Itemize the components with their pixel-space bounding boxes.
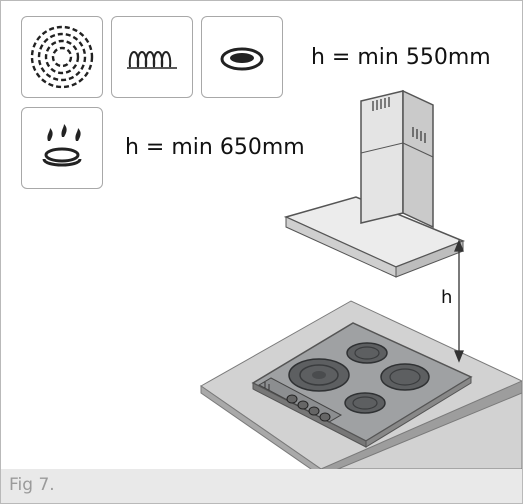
- hood-canopy: [283, 196, 466, 278]
- height-dimension-line: [454, 239, 464, 363]
- ceramic-plate-icon: [201, 16, 283, 98]
- dimension-label: h: [441, 287, 453, 308]
- burner-front: [344, 392, 386, 414]
- gas-height-label: h = min 650mm: [125, 135, 305, 160]
- electric-height-label: h = min 550mm: [311, 45, 491, 70]
- hood-and-hob-illustration: [200, 89, 522, 469]
- burner-top: [346, 342, 388, 364]
- electric-hob-icon: [21, 16, 103, 98]
- hood-chimney: [360, 89, 434, 229]
- burner-right: [380, 363, 430, 391]
- control-knobs: [286, 394, 331, 422]
- burner-left: [288, 358, 350, 392]
- hob: [251, 322, 473, 448]
- induction-coil-icon: [111, 16, 193, 98]
- figure-caption: Fig 7.: [9, 475, 55, 495]
- gas-burner-icon: [21, 107, 103, 189]
- figure-caption-bar: Fig 7.: [1, 469, 522, 503]
